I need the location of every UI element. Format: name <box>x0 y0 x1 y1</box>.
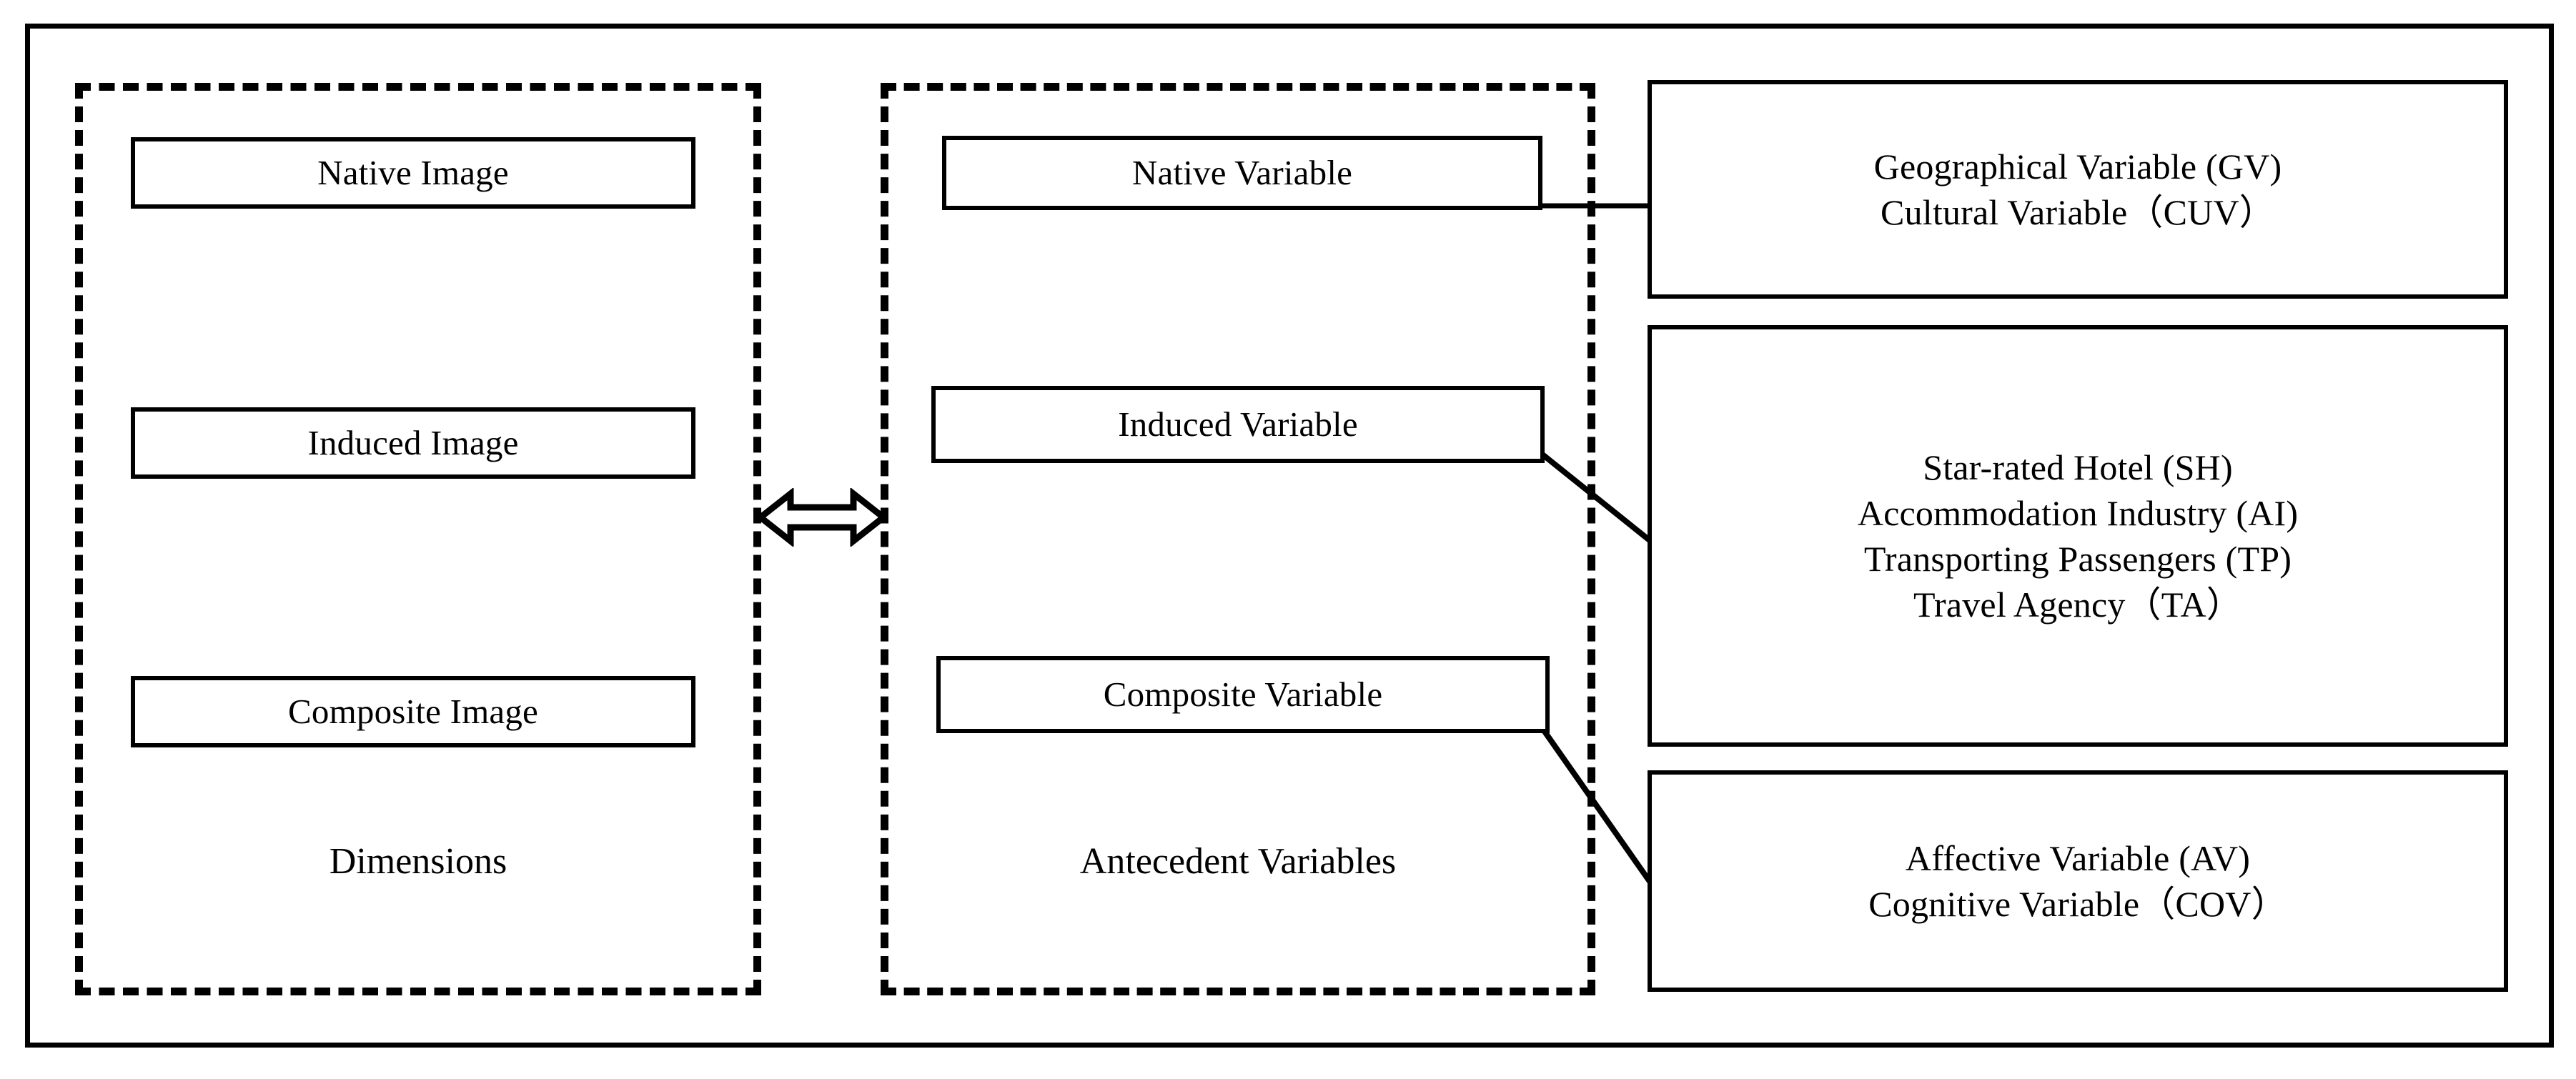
node-native-image-label: Native Image <box>317 153 509 193</box>
group-caption-antecedent: Antecedent Variables <box>1079 841 1397 882</box>
node-native-variable-label: Native Variable <box>1131 153 1353 193</box>
node-native-variable[interactable]: Native Variable <box>942 136 1542 210</box>
group-caption-dimensions: Dimensions <box>329 841 507 882</box>
node-composite-variable-label: Composite Variable <box>1103 675 1383 715</box>
detail-box-affective-cognitive[interactable]: Affective Variable (AV) Cognitive Variab… <box>1648 770 2508 992</box>
node-composite-image[interactable]: Composite Image <box>131 676 695 747</box>
node-composite-variable[interactable]: Composite Variable <box>936 656 1550 733</box>
node-induced-variable-label: Induced Variable <box>1118 404 1358 444</box>
group-dimensions <box>75 83 761 995</box>
node-induced-image-label: Induced Image <box>307 423 519 463</box>
double-headed-arrow-icon <box>759 488 885 547</box>
detail-box-tourism-industry-label: Star-rated Hotel (SH) Accommodation Indu… <box>1857 447 2299 625</box>
detail-box-tourism-industry[interactable]: Star-rated Hotel (SH) Accommodation Indu… <box>1648 325 2508 747</box>
detail-box-geographical-cultural-label: Geographical Variable (GV) Cultural Vari… <box>1873 146 2282 232</box>
node-induced-variable[interactable]: Induced Variable <box>931 386 1545 463</box>
node-composite-image-label: Composite Image <box>287 692 539 732</box>
detail-box-geographical-cultural[interactable]: Geographical Variable (GV) Cultural Vari… <box>1648 80 2508 299</box>
detail-box-affective-cognitive-label: Affective Variable (AV) Cognitive Variab… <box>1868 838 2287 924</box>
node-native-image[interactable]: Native Image <box>131 137 695 209</box>
node-induced-image[interactable]: Induced Image <box>131 407 695 479</box>
